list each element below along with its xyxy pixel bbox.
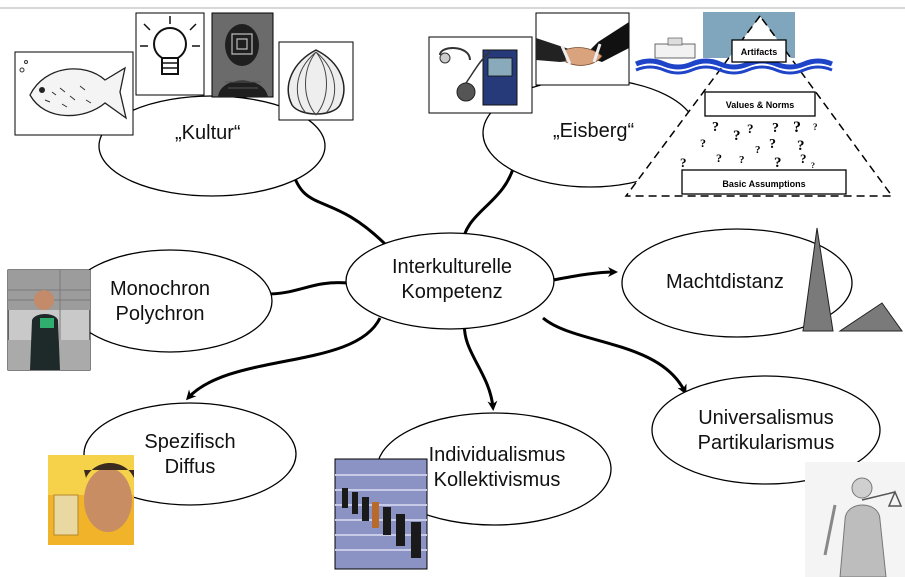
businessman-icon — [7, 269, 91, 371]
iceberg-icon: ? ? ? ? ? ? ? ? ? ? ? ? ? ? ? ? — [624, 12, 894, 197]
svg-text:?: ? — [712, 120, 719, 135]
center-ellipse — [345, 232, 555, 330]
triangles-icon — [802, 227, 903, 332]
onion-icon — [278, 41, 354, 121]
svg-text:?: ? — [774, 155, 782, 171]
iceberg-values-label: Values & Norms — [726, 100, 795, 110]
svg-text:?: ? — [700, 136, 706, 150]
svg-text:?: ? — [680, 155, 687, 170]
svg-text:?: ? — [747, 121, 754, 136]
people-row-icon — [334, 458, 428, 570]
fish-icon — [14, 51, 134, 136]
svg-text:?: ? — [733, 128, 741, 144]
svg-text:?: ? — [772, 121, 779, 136]
lightbulb-icon — [135, 12, 205, 96]
svg-text:?: ? — [793, 119, 801, 136]
machtdistanz-ellipse — [621, 228, 853, 338]
iceberg-artifacts-label: Artifacts — [741, 47, 778, 57]
svg-text:?: ? — [755, 144, 761, 156]
svg-text:?: ? — [739, 154, 745, 166]
arrow-to-machtdistanz — [552, 267, 618, 282]
svg-text:?: ? — [811, 161, 815, 170]
svg-text:?: ? — [716, 151, 722, 165]
svg-text:?: ? — [797, 138, 805, 154]
kultur-label: „Kultur“ — [175, 122, 241, 144]
handshake-icon — [535, 12, 630, 86]
walkman-icon — [428, 36, 533, 114]
iceberg-assumptions-label: Basic Assumptions — [722, 179, 805, 189]
arrow-to-kultur — [289, 167, 387, 246]
spezifisch-ellipse — [83, 402, 297, 506]
arrow-to-universalismus — [542, 316, 687, 395]
svg-text:?: ? — [813, 122, 818, 132]
eisberg-label: „Eisberg“ — [553, 120, 635, 142]
svg-text:?: ? — [769, 137, 776, 152]
universalismus-ellipse — [651, 375, 881, 485]
svg-text:?: ? — [800, 151, 807, 166]
arrow-to-individualismus — [462, 319, 498, 411]
woman-face-icon — [48, 455, 134, 545]
machtdistanz-label: Machtdistanz — [666, 271, 784, 293]
justitia-statue-icon — [805, 462, 905, 577]
head-silhouette-icon — [211, 12, 274, 98]
arrow-to-spezifisch — [185, 317, 382, 401]
arrow-to-mono — [259, 281, 349, 300]
